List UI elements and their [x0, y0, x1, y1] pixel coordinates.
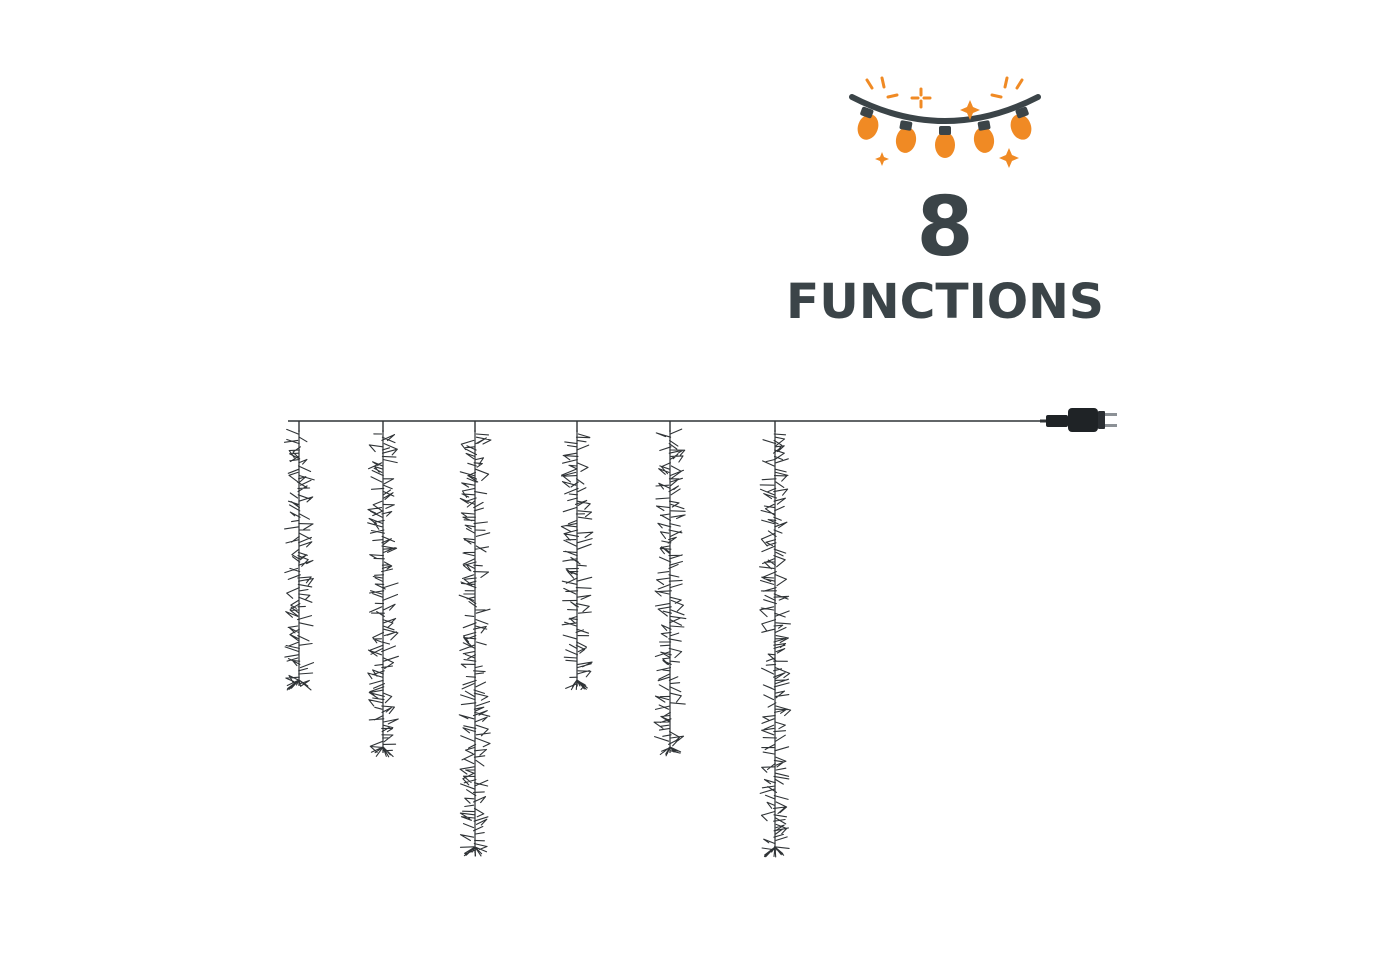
light-cluster: [367, 433, 399, 758]
light-strand: [653, 421, 687, 757]
light-cluster: [560, 433, 594, 691]
cluster-icicle-light-curtain-icon: [283, 408, 1117, 858]
string-lights-icon: [849, 76, 1041, 168]
functions-count: 8: [916, 180, 973, 275]
light-cluster: [653, 428, 687, 757]
light-strand: [283, 421, 315, 691]
power-plug-icon: [1040, 408, 1117, 432]
light-strand: [759, 421, 792, 858]
functions-label: FUNCTIONS: [786, 274, 1104, 330]
light-cluster: [283, 428, 315, 691]
light-cluster: [759, 433, 792, 858]
light-strand: [367, 421, 399, 758]
light-strand: [458, 421, 492, 857]
light-cluster: [458, 433, 492, 857]
light-strand: [560, 421, 594, 691]
